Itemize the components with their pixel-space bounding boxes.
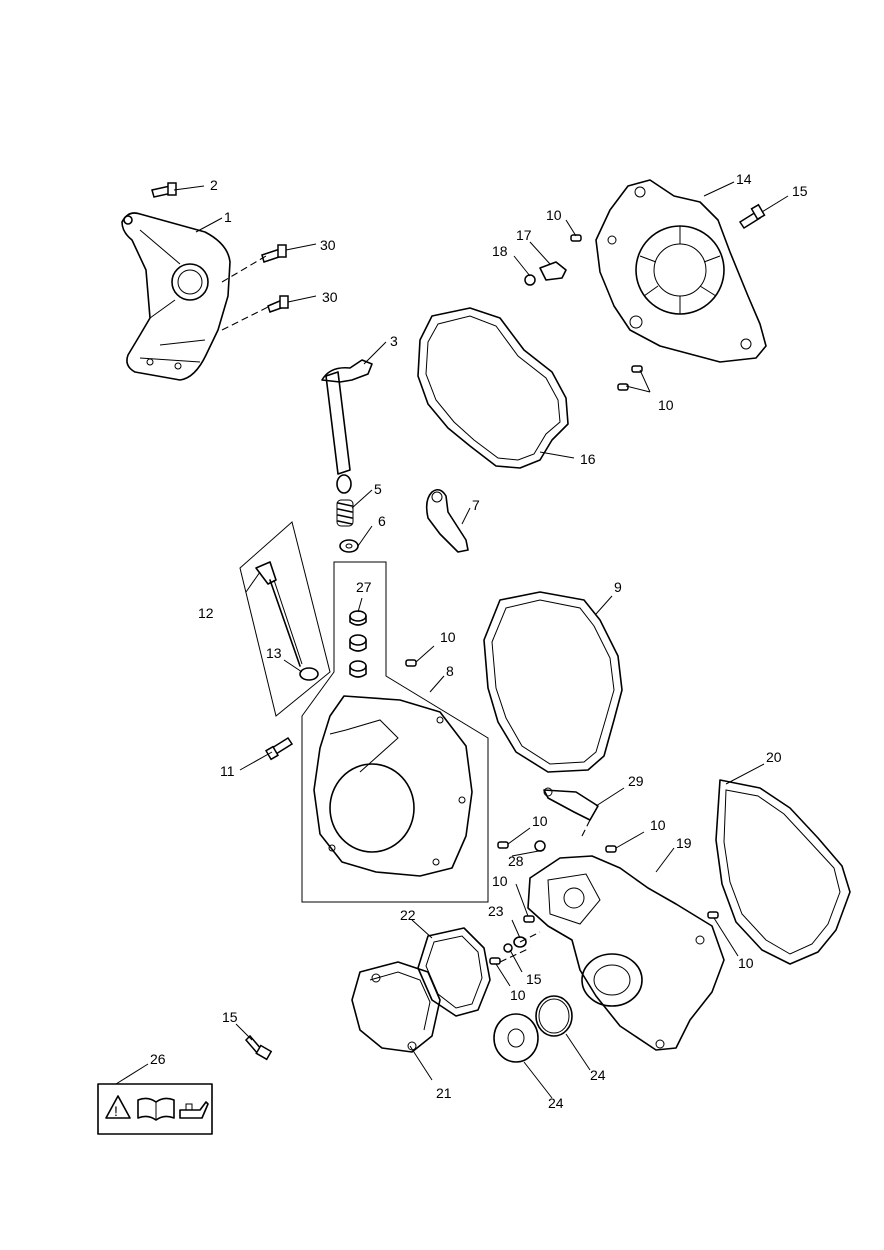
selector-rod — [321, 359, 373, 494]
bolt-11 — [265, 736, 294, 761]
callout-8: 8 — [446, 663, 454, 679]
generator-cover — [527, 855, 725, 1051]
callout-18: 18 — [492, 243, 508, 259]
callout-5: 5 — [374, 481, 382, 497]
callout-10-mid: 10 — [440, 629, 456, 645]
gasket-16 — [417, 307, 569, 469]
dowel-10-top — [570, 234, 582, 242]
callout-21: 21 — [436, 1085, 452, 1101]
callout-27: 27 — [356, 579, 372, 595]
washer-6 — [339, 539, 359, 553]
dipstick — [255, 561, 303, 667]
bracket-7 — [425, 488, 469, 553]
leader-lines — [115, 181, 789, 1099]
callout-12: 12 — [198, 605, 214, 621]
callout-29: 29 — [628, 773, 644, 789]
oil-can-icon — [179, 1101, 209, 1119]
bolt-30-lower — [267, 295, 289, 313]
bolt-30-upper — [261, 244, 287, 263]
callout-10-right-mid: 10 — [650, 817, 666, 833]
callout-10-low: 10 — [510, 987, 526, 1003]
dowel-10-right-mid — [605, 845, 617, 853]
sprocket-cover — [121, 212, 231, 381]
callout-10-lower: 10 — [492, 873, 508, 889]
callout-11: 11 — [220, 763, 235, 779]
dowels-10-right — [617, 365, 643, 391]
small-cover-21 — [351, 961, 441, 1053]
dipstick-frame — [239, 521, 331, 717]
callout-30-lower: 30 — [322, 289, 338, 305]
callout-10-top: 10 — [546, 207, 562, 223]
callout-20: 20 — [766, 749, 782, 765]
callout-16: 16 — [580, 451, 596, 467]
callout-28: 28 — [508, 853, 524, 869]
dowel-10-low — [489, 957, 501, 965]
clutch-cover-frame — [301, 561, 489, 903]
callout-30-upper: 30 — [320, 237, 336, 253]
bolt-2 — [151, 182, 177, 198]
callout-2: 2 — [210, 177, 218, 193]
bolt-28 — [534, 840, 546, 852]
callout-labels: 2 1 30 30 3 5 6 7 8 9 10 10 10 10 10 10 … — [150, 171, 808, 1111]
callout-24-upper: 24 — [590, 1067, 606, 1083]
callout-10-right-low: 10 — [738, 955, 754, 971]
callout-1: 1 — [224, 209, 232, 225]
bolt-15-top — [738, 203, 766, 230]
dowel-10-right-low — [707, 911, 719, 919]
dowel-10-mid — [405, 659, 417, 667]
callout-10-right: 10 — [658, 397, 674, 413]
gasket-9 — [483, 591, 623, 773]
seal-24 — [493, 1013, 539, 1063]
svg-text:!: ! — [114, 1103, 118, 1119]
callout-19: 19 — [676, 835, 692, 851]
callout-6: 6 — [378, 513, 386, 529]
callout-13: 13 — [266, 645, 282, 661]
callout-7: 7 — [472, 497, 480, 513]
open-book-icon — [137, 1097, 175, 1121]
callout-15-mid: 15 — [526, 971, 542, 987]
o-ring-13 — [299, 667, 319, 681]
callout-23: 23 — [488, 903, 504, 919]
dowel-10-lower — [523, 915, 535, 923]
clutch-cover — [313, 695, 473, 877]
bracket-29 — [543, 787, 599, 821]
spring — [336, 499, 354, 527]
alternator-cover — [595, 179, 767, 363]
callout-15-top: 15 — [792, 183, 808, 199]
callout-3: 3 — [390, 333, 398, 349]
callout-22: 22 — [400, 907, 416, 923]
callout-24-lower: 24 — [548, 1095, 564, 1111]
bolt-15-low — [244, 1034, 273, 1061]
callout-9: 9 — [614, 579, 622, 595]
callout-26: 26 — [150, 1051, 166, 1067]
callout-10-left-mid: 10 — [532, 813, 548, 829]
clip-17 — [539, 261, 567, 281]
warning-label-box: ! — [97, 1083, 213, 1135]
callout-14: 14 — [736, 171, 752, 187]
bushings-27 — [349, 610, 367, 678]
dowel-10-left-mid — [497, 841, 509, 849]
warning-triangle-icon: ! — [105, 1095, 131, 1119]
gasket-20 — [715, 779, 851, 965]
callout-15-low: 15 — [222, 1009, 238, 1025]
bolt-18 — [524, 274, 536, 286]
callout-17: 17 — [516, 227, 532, 243]
o-ring-24 — [535, 995, 573, 1037]
